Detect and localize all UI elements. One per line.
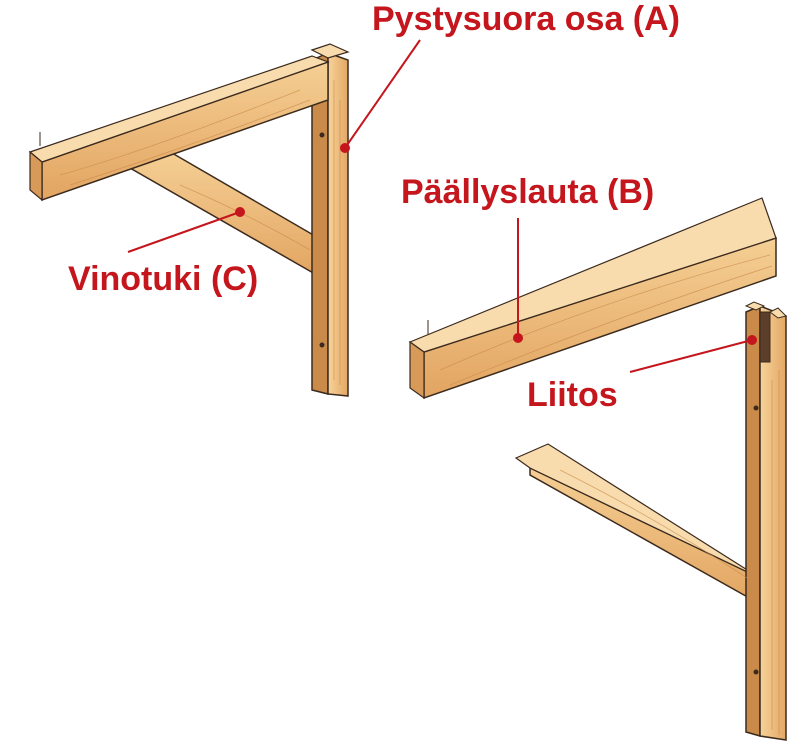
- vertical-part-front: [327, 51, 349, 397]
- leader-dot: [747, 335, 757, 345]
- screw-hole: [319, 342, 325, 348]
- label-vertical-part: Pystysuora osa (A): [372, 0, 680, 38]
- slotted-upright-front: [759, 304, 787, 741]
- leader-joint: [629, 339, 753, 373]
- top-arm-end: [29, 150, 43, 202]
- leader-dot: [235, 207, 245, 217]
- leader-dot: [513, 333, 523, 343]
- label-diagonal-brace: Vinotuki (C): [68, 260, 259, 298]
- label-joint: Liitos: [527, 376, 618, 414]
- screw-hole: [753, 669, 759, 675]
- cover-board-end: [409, 340, 425, 400]
- screw-hole: [753, 405, 759, 411]
- loose-brace-front: [529, 466, 761, 606]
- label-cover-board: Päällyslauta (B): [401, 173, 655, 211]
- screw-hole: [319, 132, 325, 138]
- assembled-bracket: [28, 43, 350, 397]
- leader-dot: [340, 143, 350, 153]
- wood-grain: [559, 370, 780, 735]
- joint-slot: [759, 311, 771, 363]
- slotted-upright-top-right: [769, 307, 787, 319]
- exploded-parts: [514, 301, 787, 741]
- leader-vertical-part: [344, 39, 421, 149]
- wood-grain: [439, 254, 773, 386]
- wood-grain: [59, 80, 341, 385]
- leader-diagonal-brace: [127, 211, 241, 253]
- leader-lines: [127, 39, 757, 373]
- cover-board-separate: [408, 197, 777, 400]
- slotted-upright-top-left: [744, 301, 766, 311]
- vertical-part-top: [310, 43, 350, 59]
